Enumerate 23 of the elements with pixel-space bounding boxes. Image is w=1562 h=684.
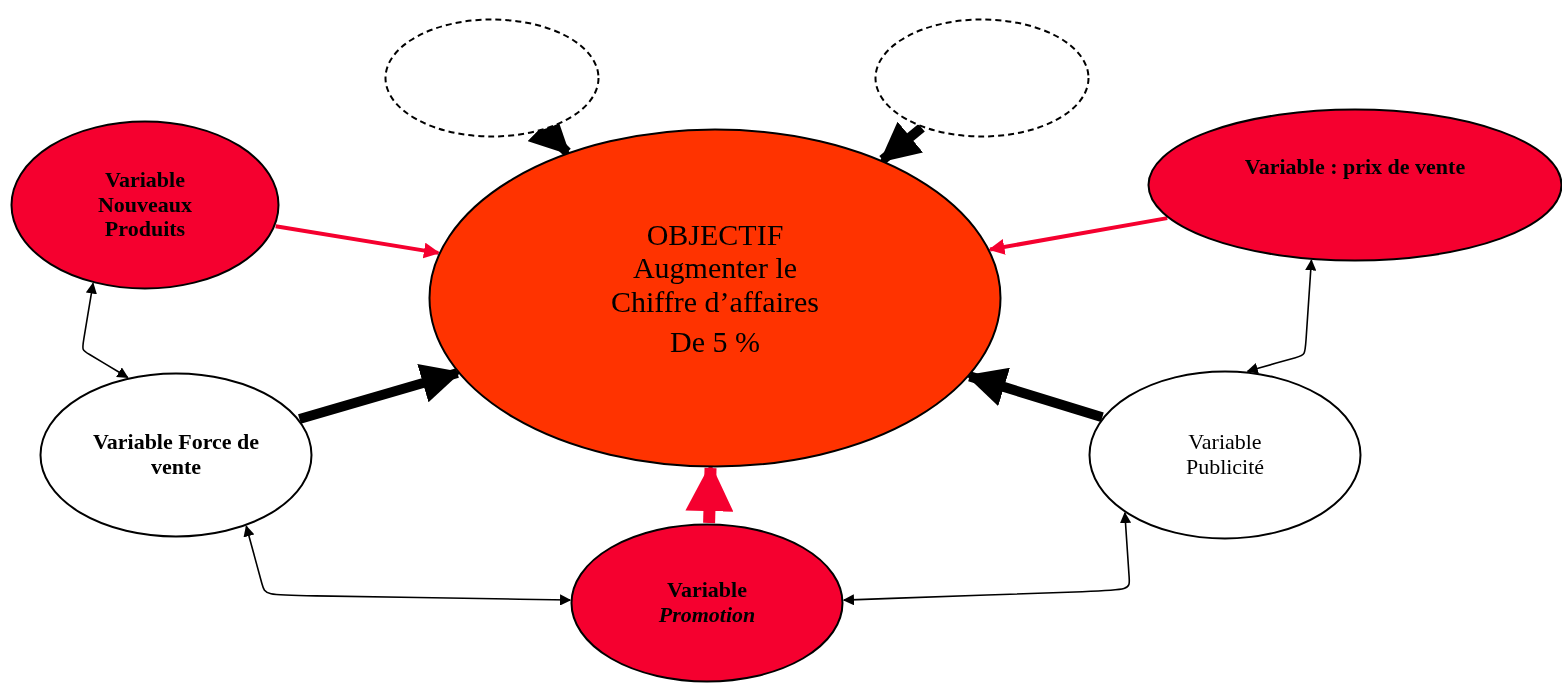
double-arrow: [82, 282, 129, 379]
arrow: [988, 216, 1168, 255]
variable-ellipse: [570, 523, 844, 683]
variable-label: Variable : prix de vente: [1243, 154, 1467, 180]
double-arrow: [842, 511, 1132, 606]
empty-ellipse: [874, 18, 1090, 138]
arrow: [298, 363, 462, 424]
empty-ellipse: [384, 18, 600, 138]
variable-label: Variable Publicité: [1184, 430, 1266, 480]
variable-label: Variable Force de vente: [91, 430, 261, 480]
variable-label: Variable Promotion: [657, 578, 757, 628]
arrow: [879, 121, 925, 164]
arrow: [275, 224, 440, 259]
objective-ellipse: [428, 128, 1002, 468]
variable-ellipse: [10, 120, 280, 290]
variable-label: Variable Nouveaux Produits: [96, 168, 194, 242]
objective-text: OBJECTIF Augmenter le Chiffre d’affaires: [610, 217, 820, 319]
variable-ellipse: [1088, 370, 1362, 540]
variable-ellipse: [39, 372, 313, 538]
arrow: [965, 367, 1104, 422]
target-value: De 5 %: [669, 324, 761, 359]
double-arrow: [243, 525, 572, 606]
double-arrow: [1246, 259, 1317, 374]
